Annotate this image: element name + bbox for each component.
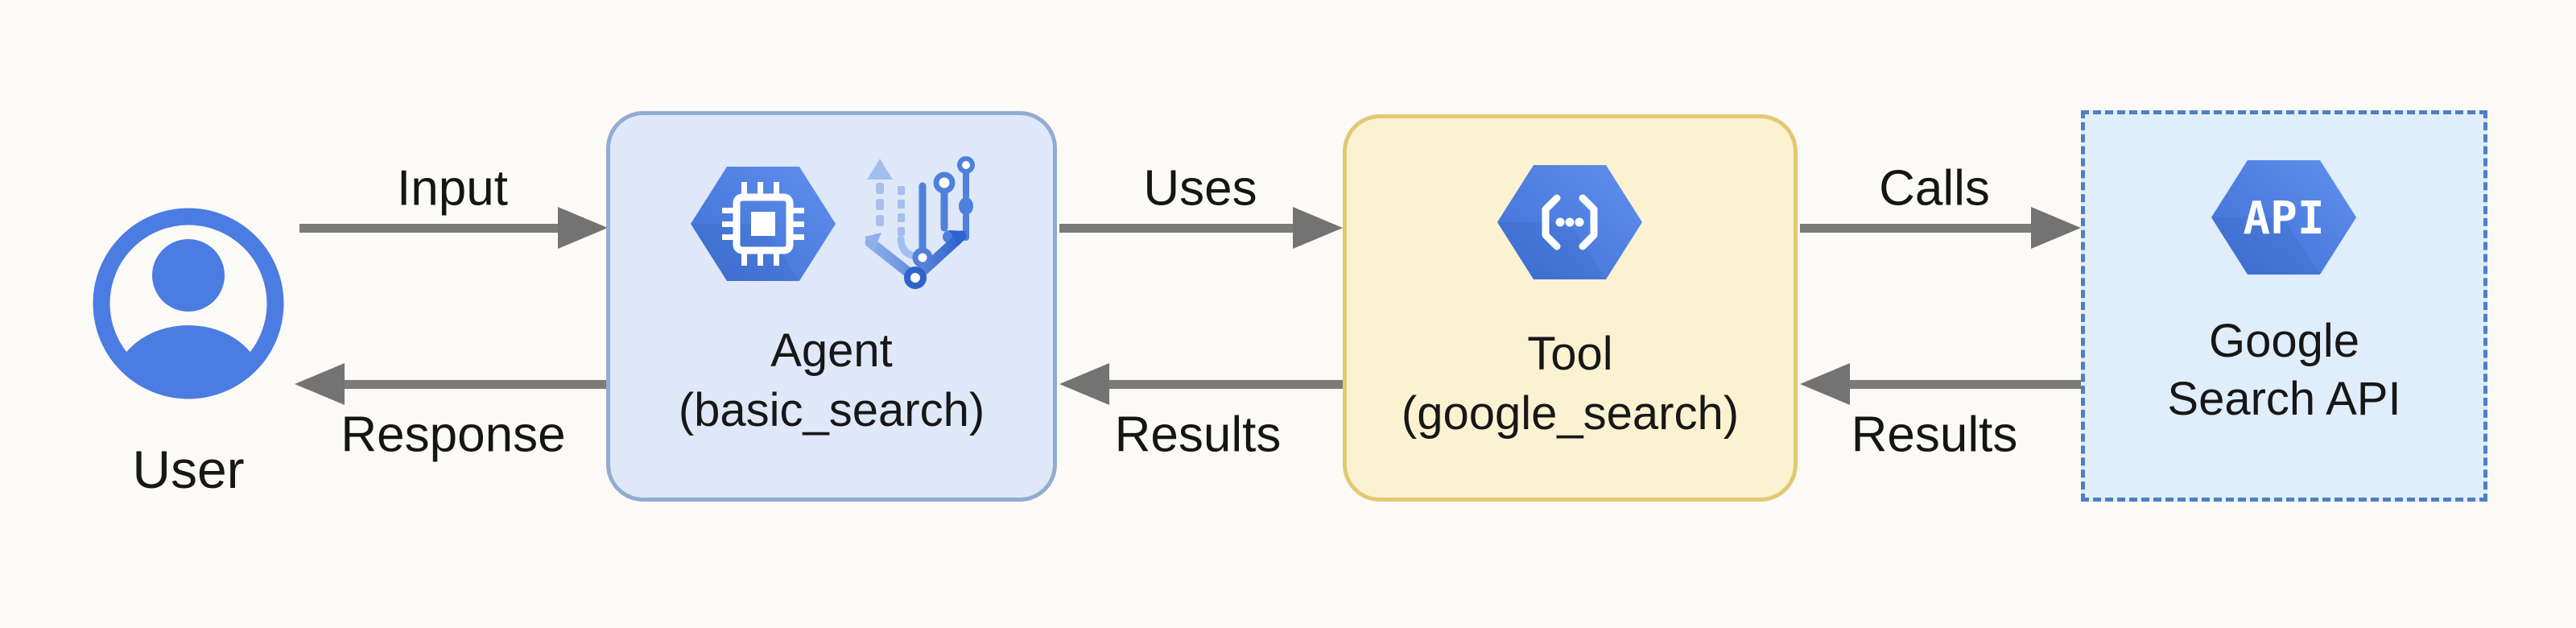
arrow-calls	[1800, 207, 2081, 249]
cpu-chip-hexagon-icon	[691, 167, 836, 281]
branch-flow-icon	[865, 156, 975, 289]
api-hexagon-icon: API	[2211, 160, 2356, 275]
api-hex-text: API	[2243, 192, 2324, 245]
edge-label-calls: Calls	[1879, 160, 1990, 217]
arrowhead-right-icon	[2031, 207, 2081, 249]
api-label: Google Search API	[2085, 312, 2483, 428]
arrow-results-tool-to-agent	[1059, 363, 1343, 405]
google-search-api-node: API Google Search API	[2081, 110, 2487, 502]
edge-label-response: Response	[341, 407, 566, 463]
arrowhead-left-icon	[1059, 363, 1109, 405]
arrowhead-right-icon	[1293, 207, 1343, 249]
arrow-results-api-to-tool	[1800, 363, 2081, 405]
arrow-shaft	[1800, 224, 2039, 233]
user-avatar-icon	[93, 208, 284, 399]
code-brackets-hexagon-icon	[1497, 165, 1642, 279]
arrow-shaft	[299, 224, 566, 233]
agent-label: Agent (basic_search)	[610, 321, 1053, 440]
api-title-line2: Search API	[2167, 373, 2401, 425]
tool-label: Tool (google_search)	[1347, 324, 1794, 444]
edge-label-input: Input	[397, 160, 508, 217]
arrowhead-left-icon	[1800, 363, 1850, 405]
tool-subtitle: (google_search)	[1401, 387, 1740, 440]
user-label: User	[132, 440, 245, 499]
arrowhead-left-icon	[295, 363, 345, 405]
agent-title: Agent	[770, 324, 893, 377]
arrow-shaft	[1059, 224, 1301, 233]
arrow-uses	[1059, 207, 1343, 249]
agent-node: Agent (basic_search)	[606, 111, 1057, 502]
agent-subtitle: (basic_search)	[678, 384, 985, 436]
arrow-input	[299, 207, 608, 249]
arrow-shaft	[1101, 380, 1343, 389]
arrow-shaft	[336, 380, 608, 389]
edge-label-results-tool-to-agent: Results	[1114, 407, 1282, 463]
arrow-shaft	[1842, 380, 2081, 389]
api-title-line1: Google	[2208, 315, 2360, 367]
tool-node: Tool (google_search)	[1343, 114, 1798, 502]
edge-label-results-api-to-tool: Results	[1851, 407, 2018, 463]
arrowhead-right-icon	[558, 207, 608, 249]
arrow-response	[295, 363, 608, 405]
edge-label-uses: Uses	[1143, 160, 1257, 217]
tool-title: Tool	[1527, 328, 1613, 380]
